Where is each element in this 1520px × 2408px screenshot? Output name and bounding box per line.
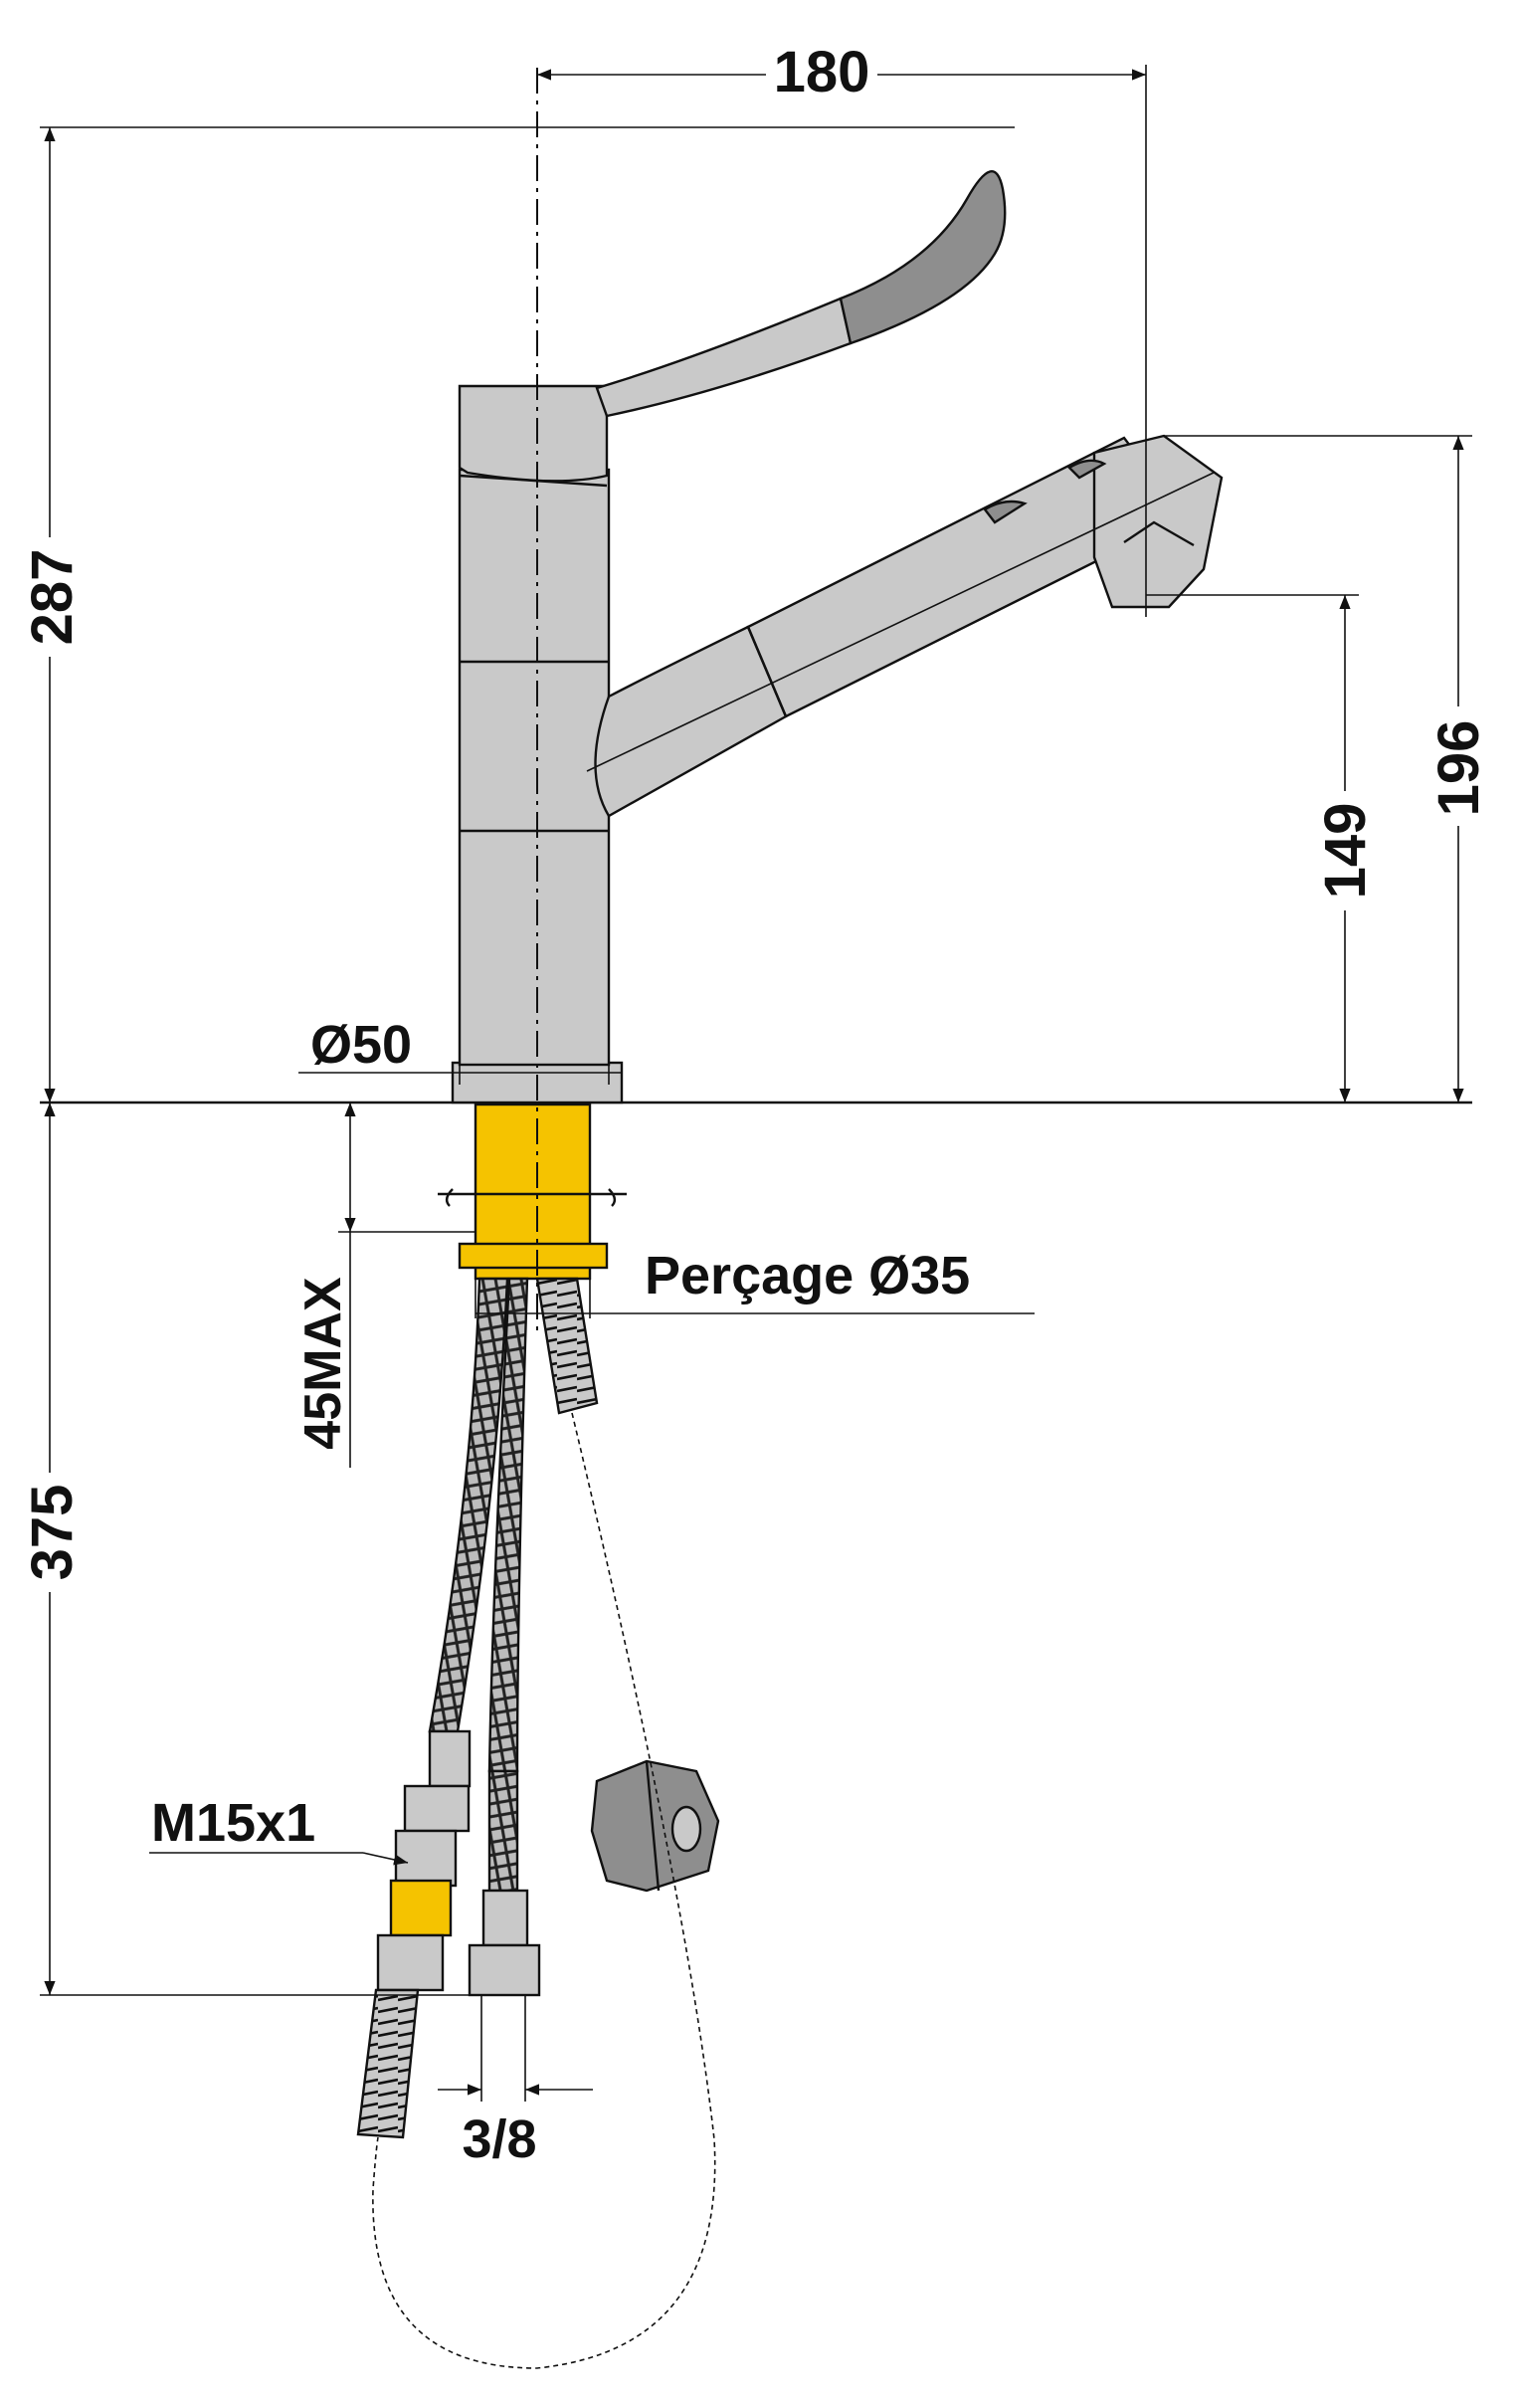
mixer-head — [458, 384, 609, 483]
label-45max: 45MAX — [294, 1277, 352, 1450]
mounting-sleeve — [438, 1103, 627, 1281]
dim-45max: 45MAX — [294, 1103, 475, 1468]
faucet-body — [451, 384, 624, 1104]
mounting-nut — [458, 1242, 609, 1270]
dim-287: 287 — [20, 126, 1015, 1103]
dim-drilling-35: Perçage Ø35 — [475, 1246, 1035, 1318]
label-diameter-50: Ø50 — [310, 1015, 412, 1075]
label-149: 149 — [1313, 803, 1378, 900]
pullout-hose-loop — [372, 1412, 716, 2369]
left-brass-band — [389, 1879, 453, 1937]
dim-375: 375 — [20, 1103, 473, 1996]
hose-weight — [590, 1759, 720, 1893]
label-180: 180 — [774, 40, 870, 104]
faucet-column — [458, 468, 611, 1067]
label-196: 196 — [1426, 720, 1491, 817]
lever-handle — [595, 170, 1007, 418]
label-drilling-35: Perçage Ø35 — [645, 1246, 970, 1305]
right-fitting — [468, 1769, 541, 1997]
dim-196: 196 — [1164, 435, 1491, 1103]
dim-149: 149 — [1146, 594, 1378, 1103]
lever-tip — [839, 170, 1007, 345]
callout-m15x1: M15x1 — [149, 1793, 409, 1866]
label-m15x1: M15x1 — [151, 1793, 315, 1853]
supply-hoses — [428, 1277, 599, 1773]
dim-3-8: 3/8 — [438, 1995, 593, 2169]
dim-180: 180 — [536, 38, 1147, 617]
label-375: 375 — [20, 1485, 85, 1581]
dim-diameter-50: Ø50 — [298, 1015, 622, 1085]
left-hex-nut — [403, 1784, 471, 1833]
label-3-8: 3/8 — [462, 2109, 536, 2169]
spout — [586, 434, 1224, 818]
left-fitting — [356, 1729, 472, 2139]
spray-head — [1092, 434, 1224, 609]
right-hex-nut — [468, 1943, 541, 1997]
label-287: 287 — [20, 549, 85, 646]
